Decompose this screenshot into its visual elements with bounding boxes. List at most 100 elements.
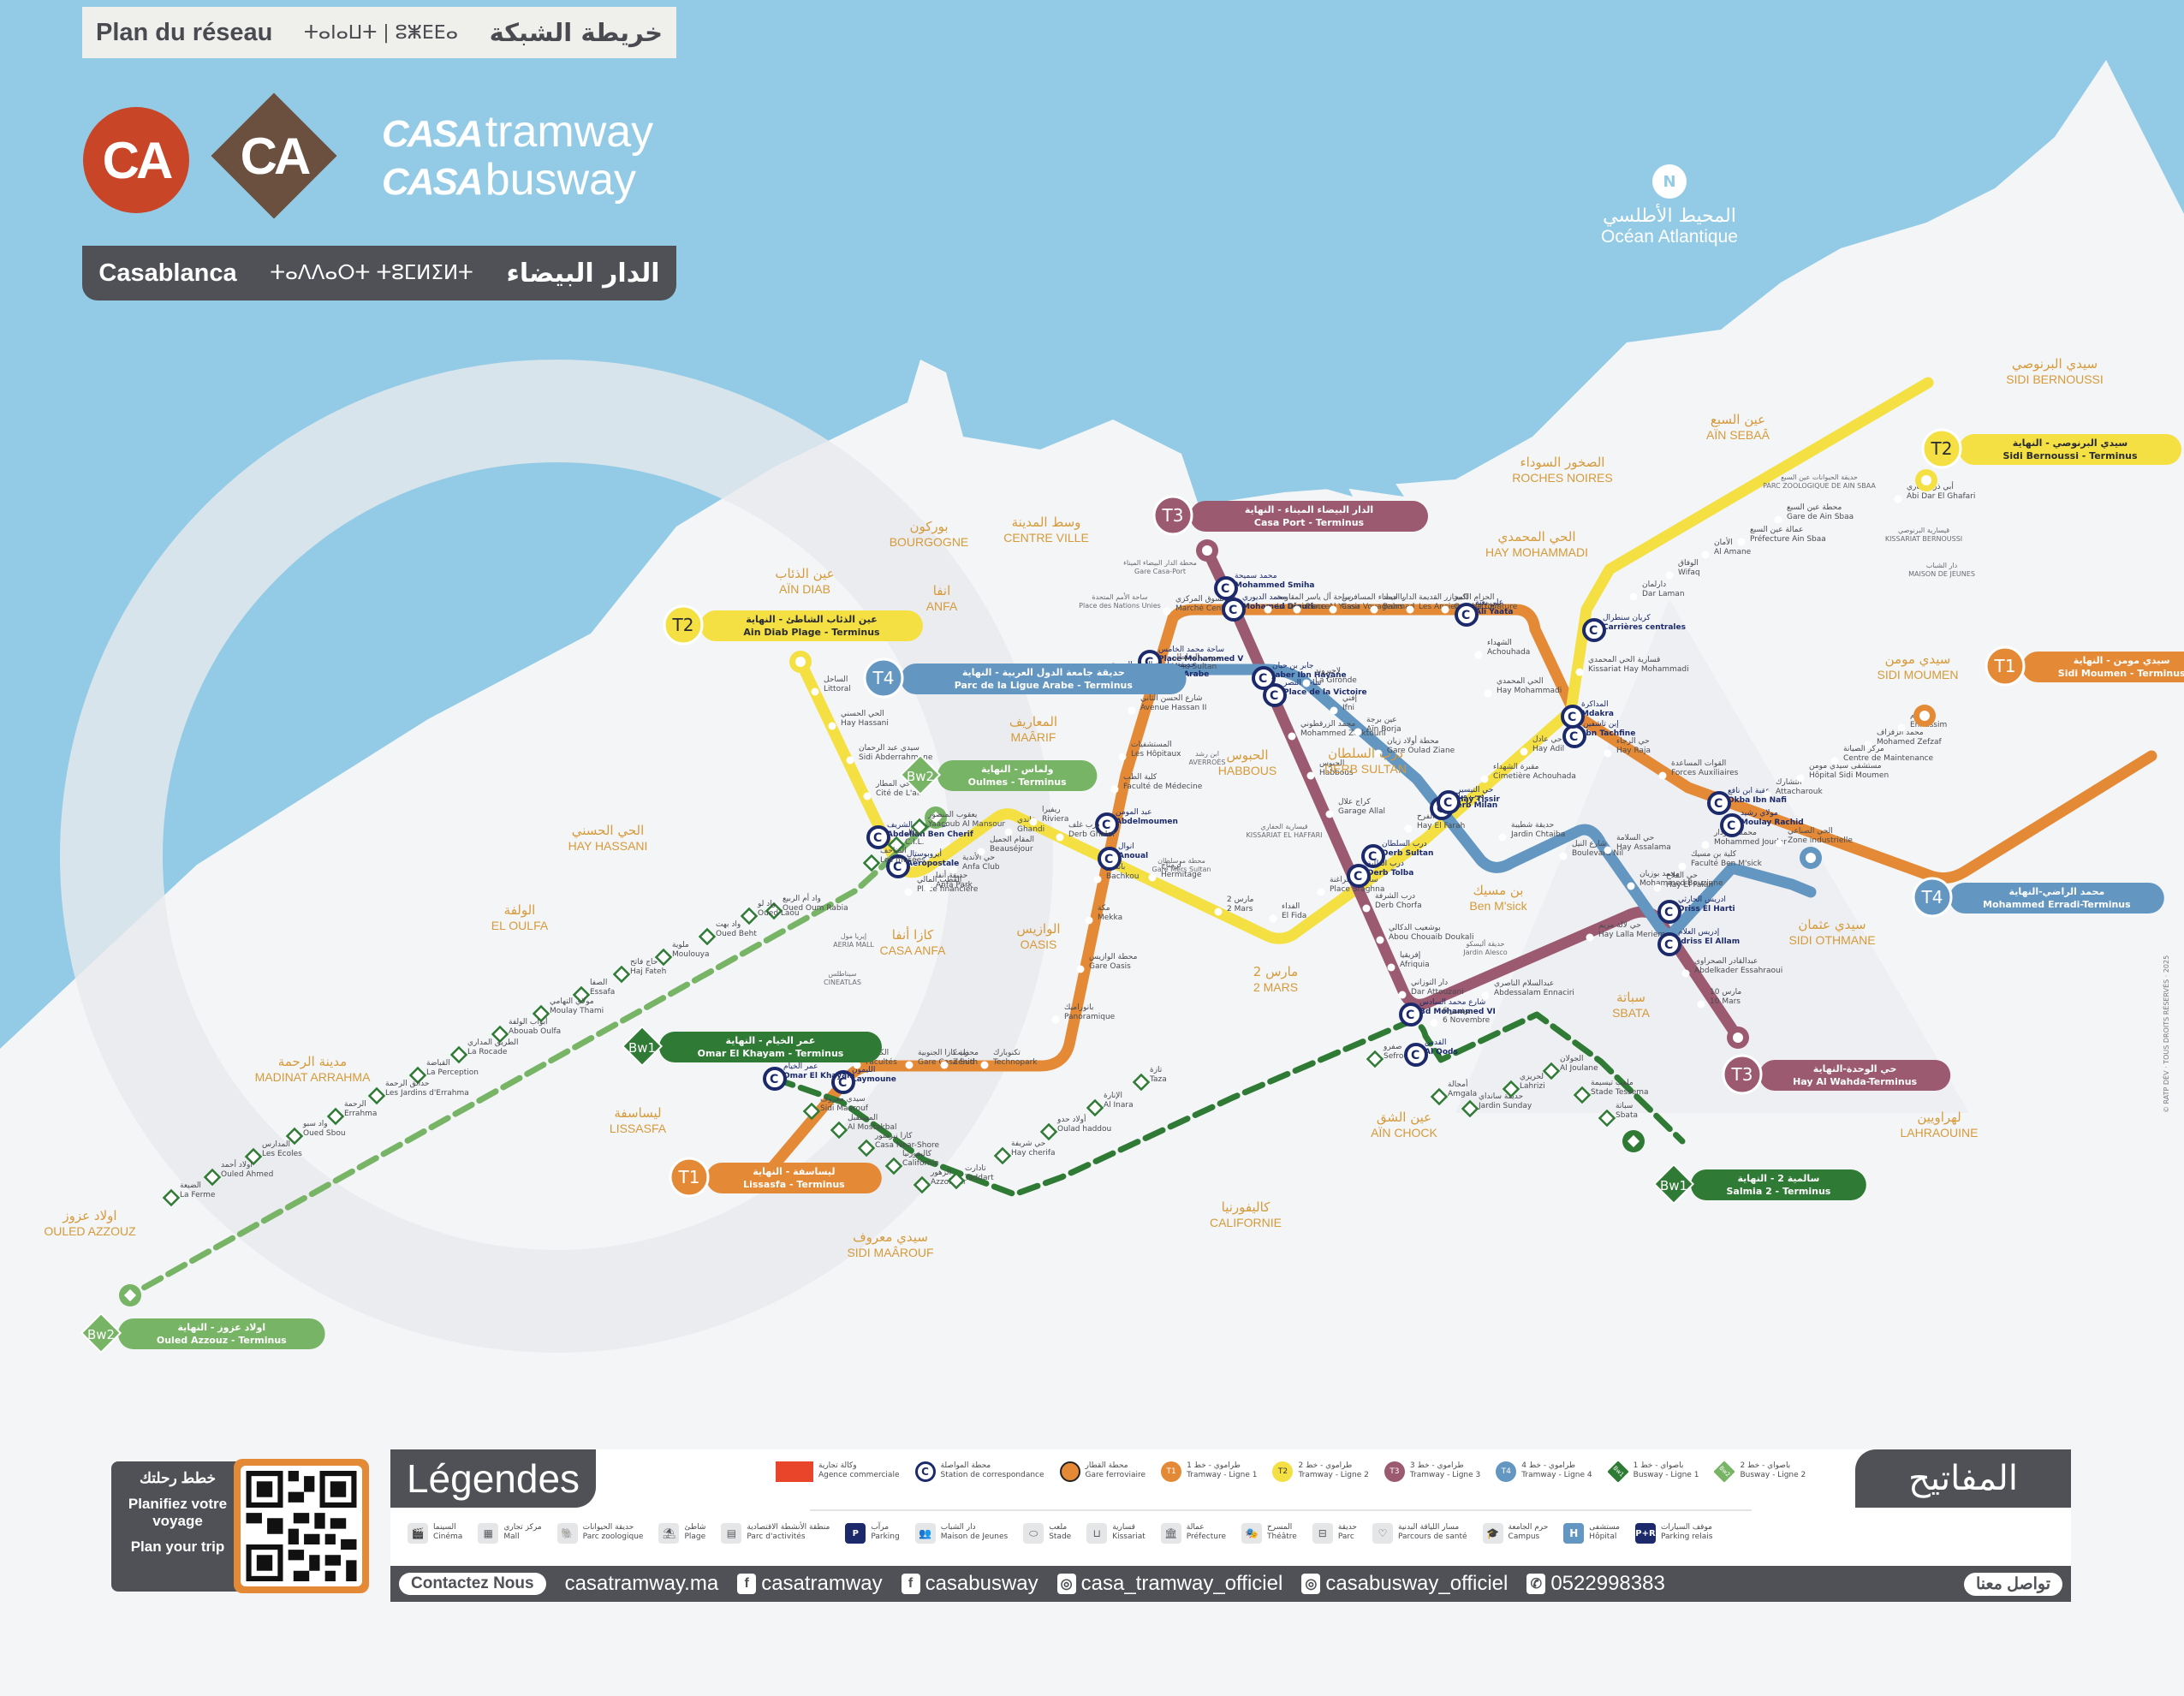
plan-trip-panel[interactable]: خطط رحلتك Planifiez votre voyage Plan yo… — [111, 1461, 244, 1592]
station-t3[interactable] — [1196, 539, 1218, 562]
instagram-bus-link[interactable]: ◎casabusway_officiel — [1301, 1572, 1508, 1596]
station-bw2[interactable] — [925, 806, 947, 829]
contact-us-button[interactable]: Contactez Nous — [399, 1573, 546, 1595]
station-bw1[interactable] — [1622, 1130, 1645, 1152]
station-t2[interactable] — [1915, 469, 1937, 491]
line-t1[interactable] — [754, 604, 2157, 1187]
station-t4[interactable] — [1800, 847, 1822, 869]
station-t2[interactable] — [789, 651, 812, 673]
phone-link[interactable]: ✆0522998383 — [1526, 1572, 1665, 1596]
contact-us-ar-button[interactable]: تواصل معنا — [1963, 1572, 2062, 1596]
